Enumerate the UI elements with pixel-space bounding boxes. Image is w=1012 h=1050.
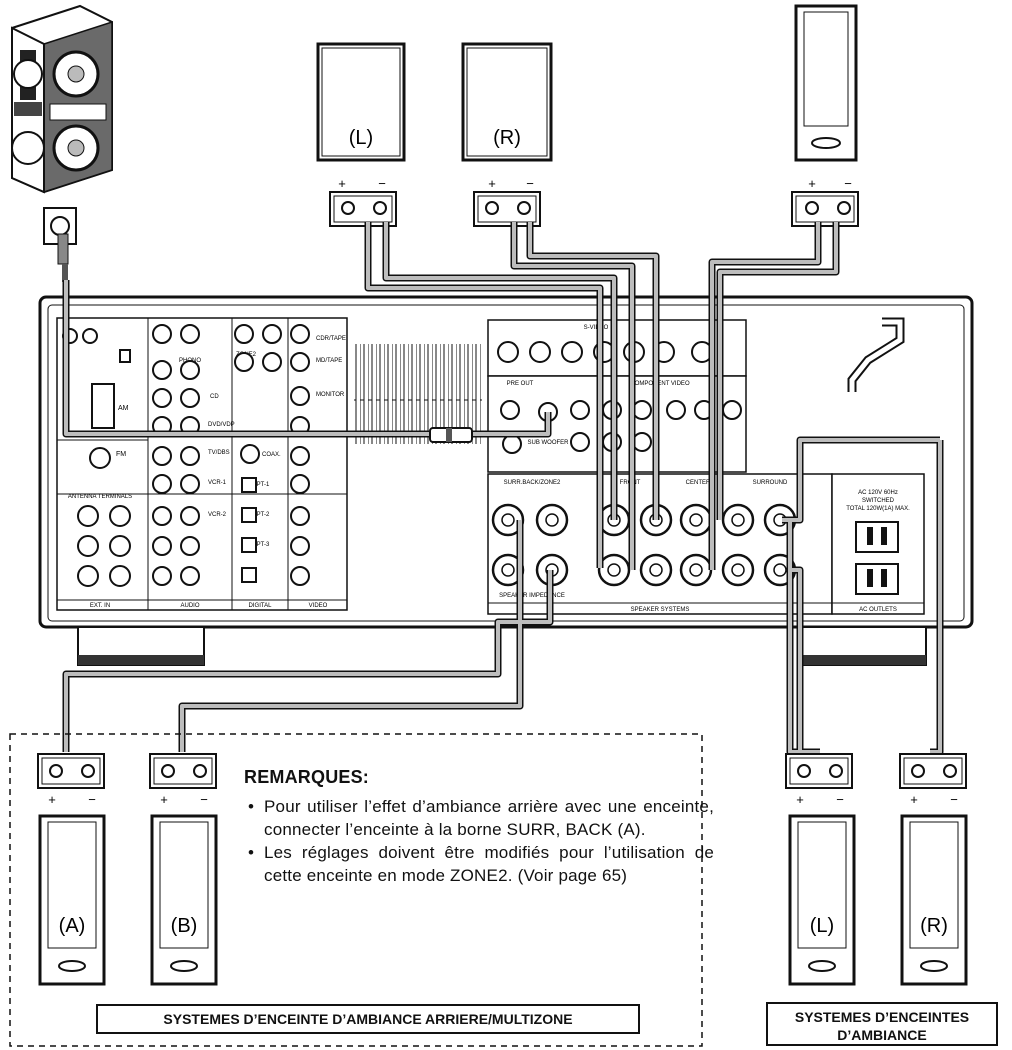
pre-out-label: PRE OUT [507,381,534,387]
rear-b-label: (B) [171,915,198,937]
terminal-minus: − [844,176,852,191]
ambiance-caption-line2: D’AMBIANCE [837,1027,927,1043]
front-left-speaker: (L) [316,42,406,162]
notes-list: Pour utiliser l’effet d’ambiance arrière… [244,795,714,887]
vcr2-label: VCR-2 [208,512,227,518]
front-right-terminal: + − [473,176,541,227]
opt2-label: OPT-2 [252,512,270,518]
coax-label: COAX. [262,452,281,458]
ac-rating-label: AC 120V 60Hz [858,490,898,496]
monitor-out-label: MONITOR [316,392,345,398]
note-item: Pour utiliser l’effet d’ambiance arrière… [244,795,714,841]
front-right-speaker: (R) [461,42,553,162]
dvd-vdp-label: DVD/VDP [208,422,235,428]
rear-multizone-frame [9,733,703,1047]
ac-outlets-label: AC OUTLETS [859,607,897,613]
ext-in-label: EXT. IN [90,603,110,609]
subwoofer-speaker [11,4,113,194]
terminal-plus: + [796,792,804,807]
am-label: AM [118,405,129,412]
center-terminal: + − [791,176,859,227]
terminal-plus: + [910,792,918,807]
rear-a-label: (A) [59,915,86,937]
video-label: VIDEO [309,603,328,609]
cd-label: CD [210,394,219,400]
surround-right-terminal: + − [899,753,967,807]
notes-title: REMARQUES: [244,767,370,787]
rca-plug [429,427,473,443]
rear-b-terminal: + − [149,753,217,807]
tv-dbs-label: TV/DBS [208,450,230,456]
surr-back-zone2-label: SURR.BACK/ZONE2 [504,480,561,486]
cdr-tape-label: CDR/TAPE [316,336,346,342]
rear-multizone-caption: SYSTEMES D’ENCEINTE D’AMBIANCE ARRIERE/M… [96,1004,640,1034]
terminal-plus: + [808,176,816,191]
surround-left-speaker: (L) [788,814,856,986]
rear-a-terminal: + − [37,753,105,807]
switched-label: SWITCHED [862,498,895,504]
s-video-label: S-VIDEO [584,325,609,331]
terminal-minus: − [378,176,386,191]
ambiance-caption-line1: SYSTEMES D’ENCEINTES [794,1009,970,1025]
terminal-minus: − [200,792,208,807]
terminal-plus: + [338,176,346,191]
vcr1-label: VCR-1 [208,480,227,486]
opt3-label: OPT-3 [252,542,270,548]
speaker-impedance-label: SPEAKER IMPEDANCE [499,593,565,599]
center-speaker [794,4,858,162]
receiver-rear-panel: ANTENNA TERMINALS AUDIO DIGITAL VIDEO EX… [38,295,974,666]
terminal-plus: + [160,792,168,807]
digital-label: DIGITAL [249,603,273,609]
speaker-systems-label: SPEAKER SYSTEMS [631,607,690,613]
surround-left-terminal: + − [785,753,853,807]
terminal-minus: − [526,176,534,191]
front-left-terminal: + − [329,176,397,227]
total-rating-label: TOTAL 120W(1A) MAX. [846,506,910,512]
front-right-label: (R) [493,127,521,149]
subwoofer-input-jack [43,207,77,282]
surround-left-label: (L) [810,915,834,937]
note-item: Les réglages doivent être modifiés pour … [244,841,714,887]
ambiance-caption: SYSTEMES D’ENCEINTES D’AMBIANCE [766,1002,998,1046]
audio-label: AUDIO [180,603,199,609]
antenna-terminals-label: ANTENNA TERMINALS [68,494,132,500]
terminal-minus: − [836,792,844,807]
terminal-plus: + [488,176,496,191]
center-label: CENTER [686,480,711,486]
fm-label: FM [116,451,126,458]
surround-right-speaker: (R) [900,814,968,986]
rear-b-speaker: (B) [150,814,218,986]
terminal-minus: − [88,792,96,807]
notes-block: REMARQUES: Pour utiliser l’effet d’ambia… [244,766,714,887]
subwoofer-jack-label: SUB WOOFER [527,440,569,446]
opt1-label: OPT-1 [252,482,270,488]
front-left-label: (L) [349,127,373,149]
surround-label: SURROUND [753,480,788,486]
terminal-minus: − [950,792,958,807]
terminal-plus: + [48,792,56,807]
surround-right-label: (R) [920,915,948,937]
md-tape-label: MD/TAPE [316,358,342,364]
rear-a-speaker: (A) [38,814,106,986]
component-video-label: COMPONENT VIDEO [630,381,690,387]
